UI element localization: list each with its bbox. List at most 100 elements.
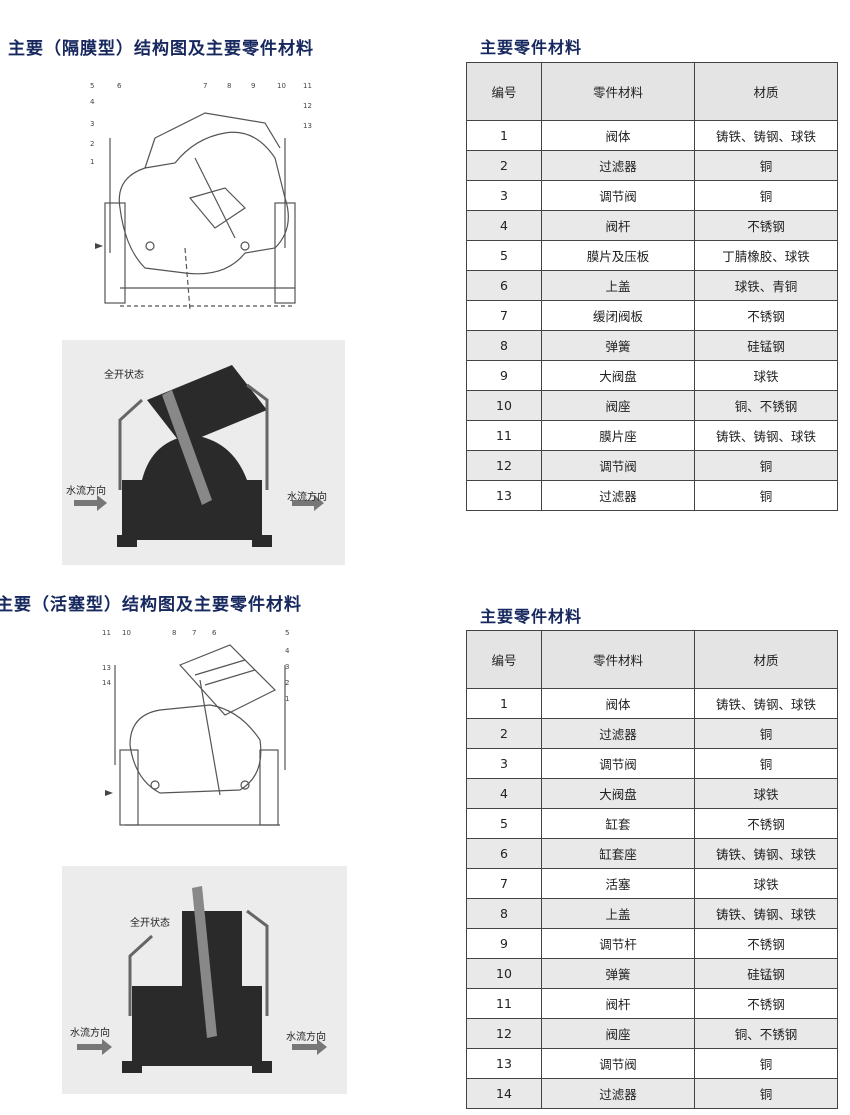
cell-material: 铜 xyxy=(694,1048,838,1079)
cell-number: 7 xyxy=(466,868,542,899)
col-part: 零件材料 xyxy=(541,62,695,121)
drawing-num: 13 xyxy=(303,122,312,130)
cell-material: 铜 xyxy=(694,748,838,779)
col-number: 编号 xyxy=(466,62,542,121)
flow-direction-in-label: 水流方向 xyxy=(70,1028,110,1039)
col-material: 材质 xyxy=(694,630,838,689)
cell-material: 硅锰钢 xyxy=(694,958,838,989)
drawing-num: 10 xyxy=(277,82,286,90)
cell-number: 13 xyxy=(466,480,542,511)
cell-number: 8 xyxy=(466,898,542,929)
drawing-num: 12 xyxy=(303,102,312,110)
drawing-num: 14 xyxy=(102,679,111,687)
cell-material: 铜 xyxy=(694,718,838,749)
cell-material: 不锈钢 xyxy=(694,300,838,331)
cell-part: 缓闭阀板 xyxy=(541,300,695,331)
drawing-num: 6 xyxy=(212,629,217,637)
drawing-num: 2 xyxy=(90,140,94,148)
drawing-num: 10 xyxy=(122,629,131,637)
cell-material: 不锈钢 xyxy=(694,928,838,959)
drawing-num: 1 xyxy=(90,158,94,166)
diaphragm-valve-drawing: 5 6 4 3 2 1 7 8 9 10 11 12 13 xyxy=(85,78,330,323)
cell-material: 铜 xyxy=(694,1078,838,1109)
flow-arrow-out xyxy=(292,495,324,511)
cell-number: 1 xyxy=(466,120,542,151)
cell-number: 8 xyxy=(466,330,542,361)
cell-material: 铜 xyxy=(694,150,838,181)
section1-table-title: 主要零件材料 xyxy=(480,38,583,57)
cell-number: 5 xyxy=(466,808,542,839)
drawing-num: 7 xyxy=(192,629,196,637)
cell-part: 过滤器 xyxy=(541,480,695,511)
cell-number: 3 xyxy=(466,748,542,779)
drawing-num: 13 xyxy=(102,664,111,672)
cell-number: 10 xyxy=(466,390,542,421)
cell-number: 1 xyxy=(466,688,542,719)
full-open-label: 全开状态 xyxy=(130,918,170,929)
drawing-num: 1 xyxy=(285,695,289,703)
cell-material: 铸铁、铸钢、球铁 xyxy=(694,120,838,151)
diaphragm-valve-photo: 全开状态 水流方向 水流方向 xyxy=(62,340,345,565)
cell-number: 2 xyxy=(466,150,542,181)
full-open-label: 全开状态 xyxy=(104,370,144,381)
cell-part: 缸套 xyxy=(541,808,695,839)
cell-number: 14 xyxy=(466,1078,542,1109)
flow-arrow-out xyxy=(292,1039,327,1055)
cell-number: 9 xyxy=(466,360,542,391)
cell-number: 2 xyxy=(466,718,542,749)
flow-direction-in-label: 水流方向 xyxy=(66,486,106,497)
cell-material: 铸铁、铸钢、球铁 xyxy=(694,898,838,929)
cell-part: 阀杆 xyxy=(541,988,695,1019)
col-material: 材质 xyxy=(694,62,838,121)
flow-direction-out-label: 水流方向 xyxy=(286,1032,326,1043)
cell-part: 过滤器 xyxy=(541,1078,695,1109)
drawing-num: 4 xyxy=(90,98,95,106)
cell-number: 5 xyxy=(466,240,542,271)
col-part: 零件材料 xyxy=(541,630,695,689)
piston-valve-drawing: 11 10 8 7 6 5 13 14 4 3 2 1 xyxy=(100,625,300,840)
cell-part: 活塞 xyxy=(541,868,695,899)
cell-material: 球铁 xyxy=(694,778,838,809)
cell-material: 球铁 xyxy=(694,868,838,899)
cell-number: 4 xyxy=(466,778,542,809)
cell-part: 调节阀 xyxy=(541,748,695,779)
cell-part: 弹簧 xyxy=(541,330,695,361)
section2-table-title: 主要零件材料 xyxy=(480,607,583,626)
cell-part: 调节杆 xyxy=(541,928,695,959)
cell-material: 不锈钢 xyxy=(694,210,838,241)
cell-part: 上盖 xyxy=(541,898,695,929)
drawing-num: 5 xyxy=(90,82,94,90)
cell-part: 弹簧 xyxy=(541,958,695,989)
drawing-num: 11 xyxy=(303,82,312,90)
drawing-num: 8 xyxy=(227,82,231,90)
cell-material: 球铁 xyxy=(694,360,838,391)
drawing-num: 9 xyxy=(251,82,255,90)
cell-part: 膜片及压板 xyxy=(541,240,695,271)
cell-number: 4 xyxy=(466,210,542,241)
cell-material: 铜、不锈钢 xyxy=(694,1018,838,1049)
cell-material: 铜 xyxy=(694,180,838,211)
cell-part: 阀座 xyxy=(541,1018,695,1049)
cell-number: 10 xyxy=(466,958,542,989)
flow-arrow-in xyxy=(77,1039,112,1055)
